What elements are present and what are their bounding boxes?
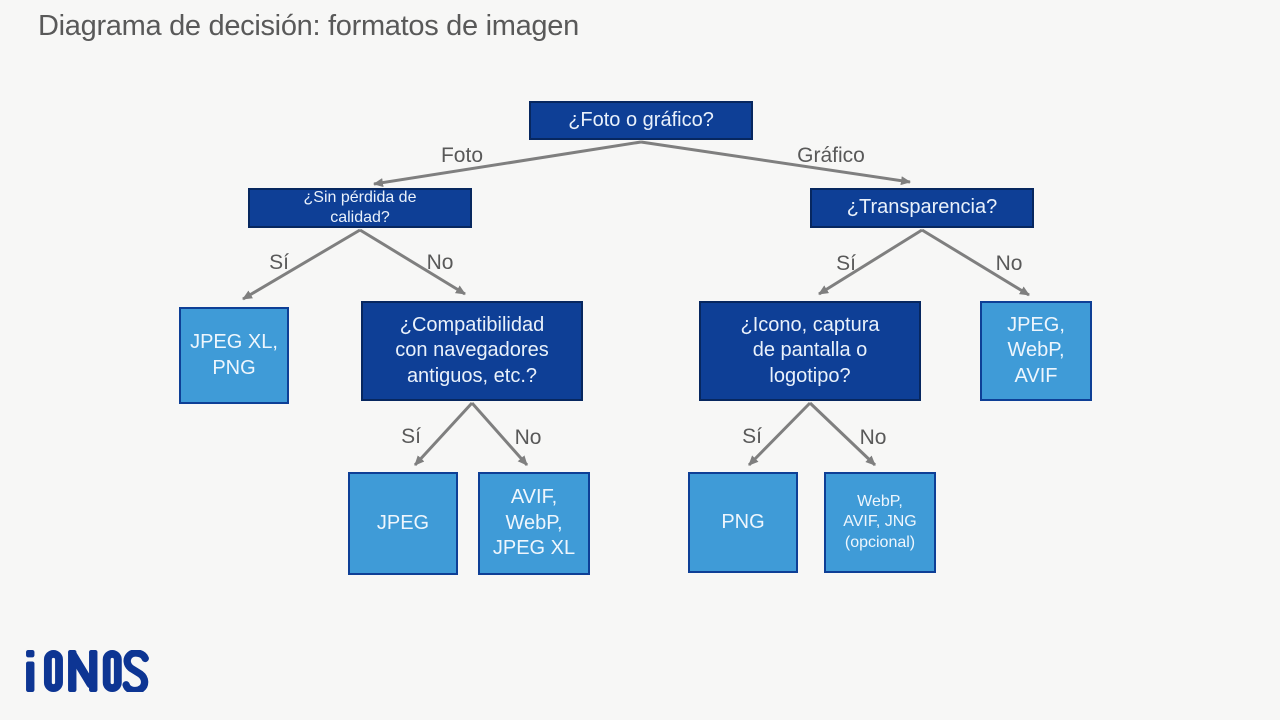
edge-label-si-bottom-left: Sí: [401, 425, 421, 448]
ionos-logo: [26, 650, 149, 692]
node-label: ¿Compatibilidad con navegadores antiguos…: [395, 313, 549, 387]
edge-label-si-bottom-right: Sí: [742, 425, 762, 448]
node-label: ¿Icono, captura de pantalla o logotipo?: [740, 313, 880, 387]
node-transparencia: ¿Transparencia?: [810, 188, 1034, 228]
node-label: JPEG XL, PNG: [190, 330, 278, 379]
page-title: Diagrama de decisión: formatos de imagen: [38, 10, 579, 42]
edge-label-no-right: No: [995, 252, 1023, 275]
node-compatibilidad-navegadores: ¿Compatibilidad con navegadores antiguos…: [361, 301, 583, 401]
edge-label-si-left: Sí: [269, 251, 289, 274]
node-label: AVIF, WebP, JPEG XL: [492, 486, 576, 560]
node-label: WebP, AVIF, JNG (opcional): [843, 492, 917, 551]
node-label: ¿Transparencia?: [846, 196, 998, 219]
node-webp-avif-jng: WebP, AVIF, JNG (opcional): [824, 472, 936, 573]
node-png: PNG: [688, 472, 798, 573]
node-jpeg: JPEG: [348, 472, 458, 575]
node-label: PNG: [721, 510, 765, 533]
node-label: JPEG, WebP, AVIF: [1007, 313, 1065, 387]
node-label: JPEG: [376, 511, 430, 534]
edge-label-no-left: No: [426, 251, 454, 274]
edge-label-no-bottom-right: No: [859, 426, 887, 449]
edge-label-grafico: Gráfico: [797, 144, 865, 167]
node-jpeg-webp-avif: JPEG, WebP, AVIF: [980, 301, 1092, 401]
node-jpegxl-png: JPEG XL, PNG: [179, 307, 289, 404]
node-label: ¿Foto o gráfico?: [568, 108, 714, 131]
node-sin-perdida-calidad: ¿Sin pérdida de calidad?: [248, 188, 472, 228]
node-icono-captura-logotipo: ¿Icono, captura de pantalla o logotipo?: [699, 301, 921, 401]
node-avif-webp-jpegxl: AVIF, WebP, JPEG XL: [478, 472, 590, 575]
edge-label-si-right: Sí: [836, 252, 856, 275]
node-label: ¿Sin pérdida de calidad?: [303, 189, 417, 226]
edge-label-no-bottom-left: No: [514, 426, 542, 449]
node-foto-o-grafico: ¿Foto o gráfico?: [529, 101, 753, 140]
edge-label-foto: Foto: [440, 144, 484, 167]
